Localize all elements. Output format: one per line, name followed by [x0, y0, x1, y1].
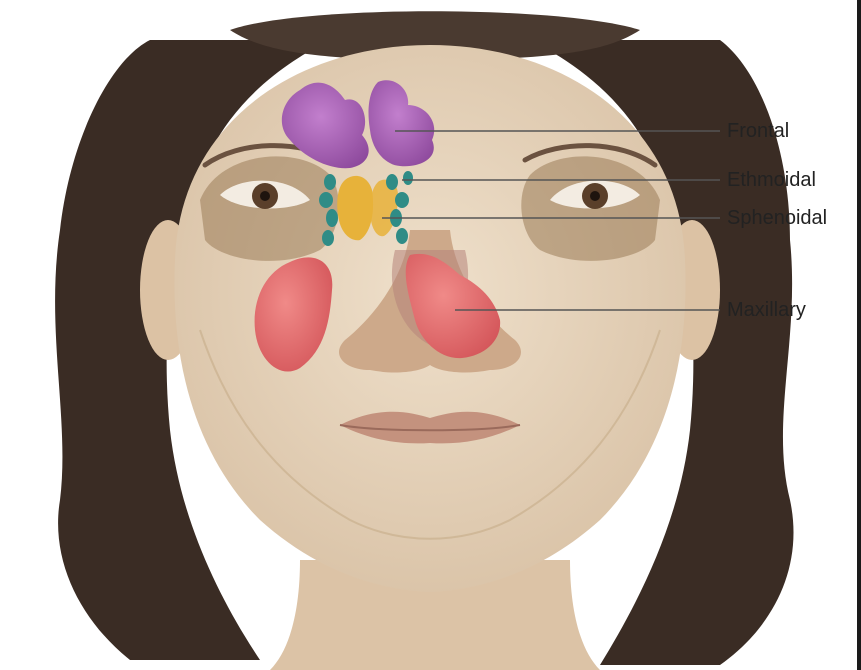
frontal-label: Frontal: [727, 119, 789, 143]
right-border: [857, 0, 861, 670]
sphenoidal-label: Sphenoidal: [727, 206, 827, 230]
maxillary-label: Maxillary: [727, 298, 806, 322]
ethmoidal-label: Ethmoidal: [727, 168, 816, 192]
